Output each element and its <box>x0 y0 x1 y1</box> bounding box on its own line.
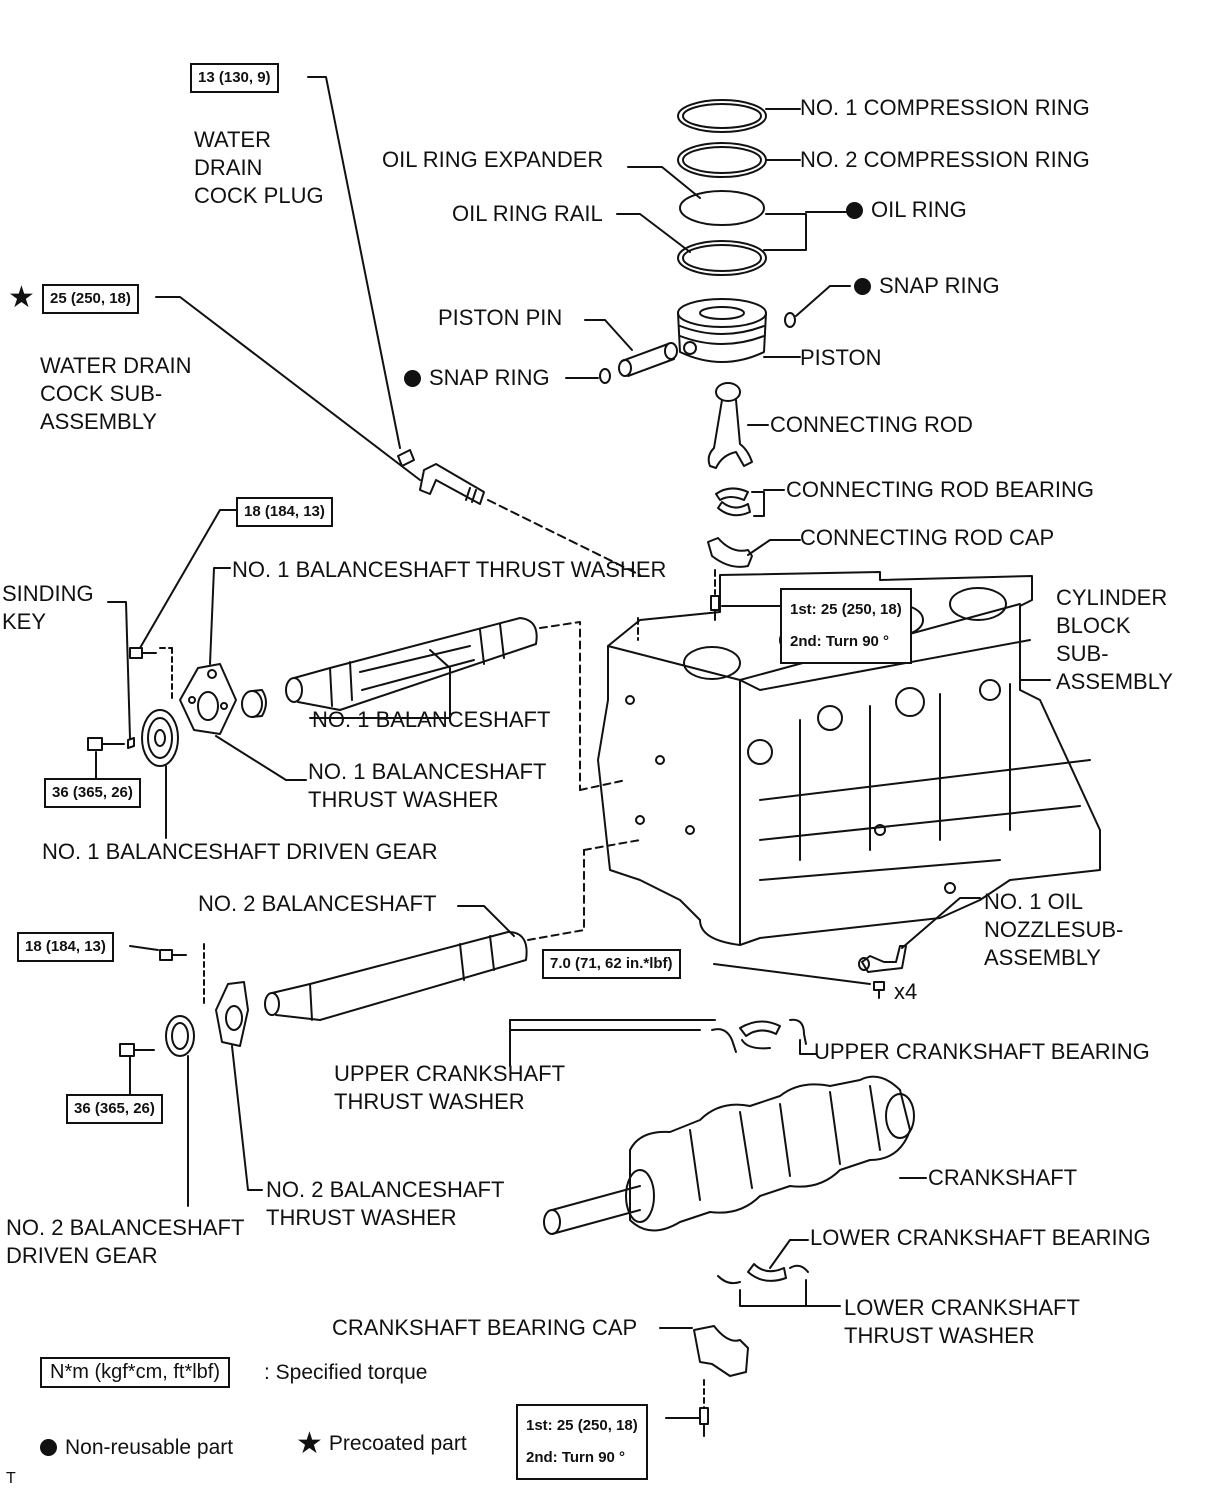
label-crankshaft: CRANKSHAFT <box>928 1165 1078 1190</box>
label-water-drain-cock-plug: WATER DRAIN COCK PLUG <box>194 127 324 208</box>
snap-ring-right <box>784 312 796 328</box>
no1-balanceshaft-driven-gear <box>141 709 179 767</box>
no1-balanceshaft-thrust-washer <box>179 663 237 735</box>
no2-balanceshaft <box>264 931 528 1021</box>
label-x4: x4 <box>894 979 918 1004</box>
label-no1-oil-nozzle: NO. 1 OIL NOZZLESUB- ASSEMBLY <box>984 889 1124 970</box>
connecting-rod <box>707 382 753 469</box>
no2-gear-bolt <box>119 1043 155 1057</box>
no2-balanceshaft-bolt <box>159 949 187 961</box>
corner-mark: T <box>6 1470 16 1487</box>
no1-gear-bolt <box>87 737 125 751</box>
label-water-drain-cock-sub-assembly: WATER DRAIN COCK SUB- ASSEMBLY <box>40 353 192 434</box>
oil-ring-rail <box>677 240 767 276</box>
no2-balanceshaft-thrust-washer <box>215 981 249 1047</box>
oil-nozzle-bolt <box>873 981 885 999</box>
no1-oil-nozzle <box>858 945 907 973</box>
no1-balanceshaft-bolt <box>129 647 157 659</box>
torque-oil-nozzle: 7.0 (71, 62 in.*lbf) <box>542 949 681 979</box>
torque-no2-gear-bolt: 36 (365, 26) <box>66 1094 163 1124</box>
water-drain-cock-sub-assembly <box>419 463 485 505</box>
no2-compression-ring <box>677 142 767 178</box>
upper-crankshaft-thrust-washer <box>711 1018 807 1053</box>
label-no1-balanceshaft: NO. 1 BALANCESHAFT <box>312 707 551 732</box>
no2-balanceshaft-driven-gear <box>165 1015 195 1057</box>
connecting-rod-bolt <box>710 595 720 621</box>
crankshaft <box>543 1075 915 1235</box>
torque-bearing-cap: 1st: 25 (250, 18) 2nd: Turn 90 ° <box>516 1404 648 1480</box>
label-no1-balanceshaft-thrust-washer-top: NO. 1 BALANCESHAFT THRUST WASHER <box>232 557 667 582</box>
label-crankshaft-bearing-cap: CRANKSHAFT BEARING CAP <box>332 1315 638 1340</box>
cylinder-block <box>597 571 1101 946</box>
water-drain-cock-plug <box>397 449 415 467</box>
label-piston: PISTON <box>800 345 882 370</box>
connecting-rod-cap <box>707 537 753 568</box>
label-connecting-rod-bearing: CONNECTING ROD BEARING <box>786 477 1095 502</box>
upper-crankshaft-bearing <box>739 1020 781 1050</box>
lower-crankshaft-bearing <box>747 1263 787 1282</box>
non-reusable-mark <box>846 202 863 219</box>
connecting-rod-bearing <box>715 487 751 517</box>
legend-non-reusable: Non-reusable part <box>40 1436 233 1460</box>
non-reusable-mark <box>854 278 871 295</box>
torque-water-cock: 25 (250, 18) <box>42 284 139 314</box>
non-reusable-dot-icon <box>40 1439 57 1456</box>
label-no2-balanceshaft: NO. 2 BALANCESHAFT <box>198 891 437 916</box>
label-oil-ring: OIL RING <box>846 196 967 224</box>
torque-no2-bolt: 18 (184, 13) <box>17 932 114 962</box>
label-no1-balanceshaft-thrust-washer: NO. 1 BALANCESHAFT THRUST WASHER <box>308 759 547 812</box>
label-upper-crankshaft-thrust-washer: UPPER CRANKSHAFT THRUST WASHER <box>334 1061 566 1114</box>
precoated-star-icon: ★ <box>8 281 35 314</box>
torque-conrod-cap: 1st: 25 (250, 18) 2nd: Turn 90 ° <box>780 588 912 664</box>
label-no1-balanceshaft-driven-gear: NO. 1 BALANCESHAFT DRIVEN GEAR <box>42 839 438 864</box>
label-lower-crankshaft-thrust-washer: LOWER CRANKSHAFT THRUST WASHER <box>844 1295 1080 1348</box>
label-no2-balanceshaft-thrust-washer: NO. 2 BALANCESHAFT THRUST WASHER <box>266 1177 505 1230</box>
label-no1-compression-ring: NO. 1 COMPRESSION RING <box>800 95 1090 120</box>
label-upper-crankshaft-bearing: UPPER CRANKSHAFT BEARING <box>814 1039 1150 1064</box>
piston-pin <box>618 342 678 377</box>
label-connecting-rod: CONNECTING ROD <box>770 412 973 437</box>
label-piston-pin: PISTON PIN <box>438 305 563 330</box>
label-connecting-rod-cap: CONNECTING ROD CAP <box>800 525 1055 550</box>
label-no2-balanceshaft-driven-gear: NO. 2 BALANCESHAFT DRIVEN GEAR <box>6 1215 245 1268</box>
snap-ring-left <box>599 368 611 384</box>
non-reusable-mark <box>404 370 421 387</box>
torque-no1-gear-bolt: 36 (365, 26) <box>44 778 141 808</box>
crankshaft-bearing-cap-bolt <box>699 1379 709 1437</box>
no1-balanceshaft-collar <box>241 689 267 718</box>
no1-balanceshaft <box>285 617 538 711</box>
legend-torque-box: N*m (kgf*cm, ft*lbf) <box>40 1357 231 1388</box>
crankshaft-bearing-cap <box>693 1325 749 1377</box>
label-snap-ring-right: SNAP RING <box>854 272 1000 300</box>
no1-compression-ring <box>677 99 767 133</box>
label-oil-ring-rail: OIL RING RAIL <box>452 201 603 226</box>
torque-plug: 13 (130, 9) <box>190 63 279 93</box>
label-oil-ring-expander: OIL RING EXPANDER <box>382 147 604 172</box>
label-sinding-key: SINDING KEY <box>2 581 94 634</box>
lower-crankshaft-thrust-washer <box>717 1264 809 1285</box>
sinding-key <box>127 737 135 749</box>
label-cylinder-block: CYLINDER BLOCK SUB- ASSEMBLY <box>1056 585 1173 694</box>
piston <box>677 298 767 363</box>
legend-precoated: ★Precoated part <box>296 1427 467 1460</box>
oil-ring-expander <box>679 190 765 226</box>
label-snap-ring-left: SNAP RING <box>404 364 550 392</box>
label-no2-compression-ring: NO. 2 COMPRESSION RING <box>800 147 1090 172</box>
legend-torque-text: : Specified torque <box>264 1361 428 1384</box>
precoated-star-icon: ★ <box>296 1427 323 1460</box>
label-lower-crankshaft-bearing: LOWER CRANKSHAFT BEARING <box>810 1225 1151 1250</box>
torque-no1-bolt: 18 (184, 13) <box>236 497 333 527</box>
